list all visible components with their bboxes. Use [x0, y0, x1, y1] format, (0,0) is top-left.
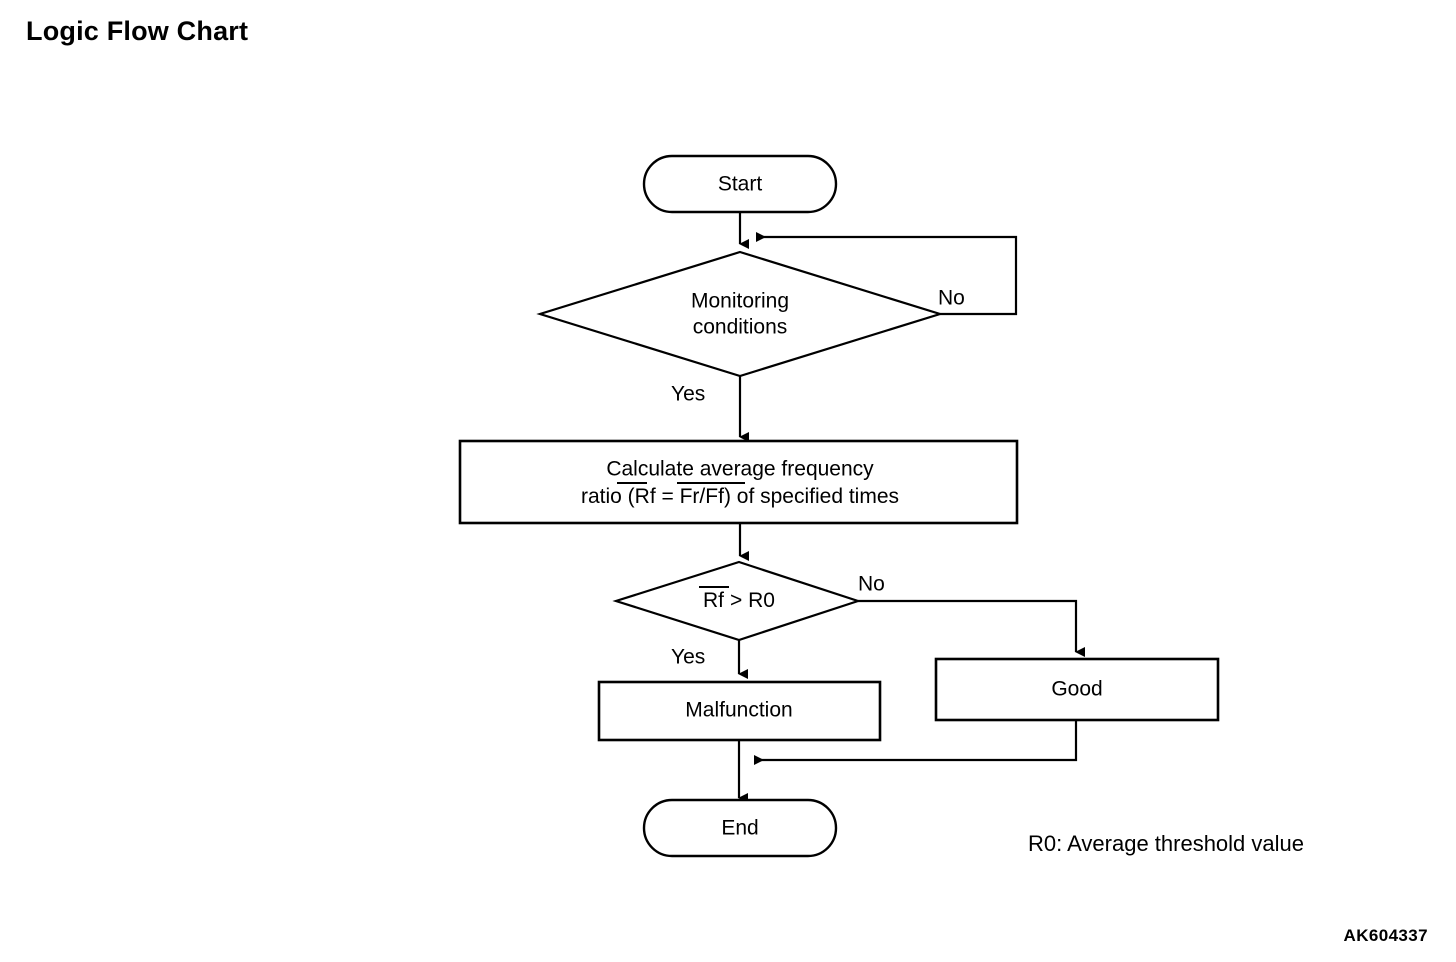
- edge-monitor-no-path: [756, 232, 1018, 316]
- compare-label-rest: > R0: [730, 589, 775, 612]
- calculate-label-line2: ratio (Rf = Fr/Ff) of specified times: [581, 485, 899, 508]
- node-good[interactable]: Good: [934, 657, 1220, 722]
- node-compare-rf-r0[interactable]: Rf > R0: [612, 560, 862, 642]
- legend-note: R0: Average threshold value: [1028, 831, 1304, 856]
- calc-line2-suffix: ) of specified times: [724, 485, 899, 508]
- edge-label-yes-monitor: Yes: [671, 383, 705, 406]
- edge-compare-yes-to-malfunction: Yes: [671, 640, 748, 679]
- monitoring-label-line2: conditions: [693, 316, 788, 339]
- calc-line2-frff: Fr/Ff: [680, 485, 724, 508]
- start-label: Start: [718, 173, 763, 196]
- edge-monitor-yes-to-calculate: Yes: [671, 376, 749, 442]
- edge-monitor-no-loop: No: [756, 232, 1018, 316]
- good-label: Good: [1051, 678, 1102, 701]
- edge-label-no-compare: No: [858, 573, 885, 596]
- node-calculate-average-frequency[interactable]: Calculate average frequency ratio (Rf = …: [458, 439, 1019, 525]
- malfunction-label: Malfunction: [685, 699, 792, 722]
- edge-label-yes-compare: Yes: [671, 646, 705, 669]
- calc-line2-rf: Rf: [635, 485, 656, 508]
- calc-line2-prefix: ratio (: [581, 485, 635, 508]
- compare-label-rf: Rf: [703, 589, 724, 612]
- calc-line2-equals: =: [656, 485, 680, 508]
- compare-label: Rf > R0: [703, 589, 775, 612]
- monitoring-decision-shape: [536, 250, 944, 378]
- end-label: End: [721, 817, 758, 840]
- calculate-label-line1: Calculate average frequency: [606, 458, 874, 481]
- edge-good-to-end: [754, 720, 1078, 765]
- edge-compare-no-to-good: No: [858, 573, 1085, 657]
- end-terminator-shape: [642, 798, 838, 858]
- edge-compare-no-path: [858, 599, 1085, 657]
- edge-good-to-end-path: [754, 720, 1078, 765]
- node-end[interactable]: End: [642, 798, 838, 858]
- reference-code: AK604337: [1343, 926, 1428, 945]
- node-malfunction[interactable]: Malfunction: [597, 680, 882, 742]
- edge-label-no-monitor: No: [938, 287, 965, 310]
- monitoring-label-line1: Monitoring: [691, 290, 789, 313]
- node-start[interactable]: Start: [642, 154, 838, 214]
- page-title: Logic Flow Chart: [26, 16, 249, 46]
- node-monitoring-conditions[interactable]: Monitoring conditions: [536, 250, 944, 378]
